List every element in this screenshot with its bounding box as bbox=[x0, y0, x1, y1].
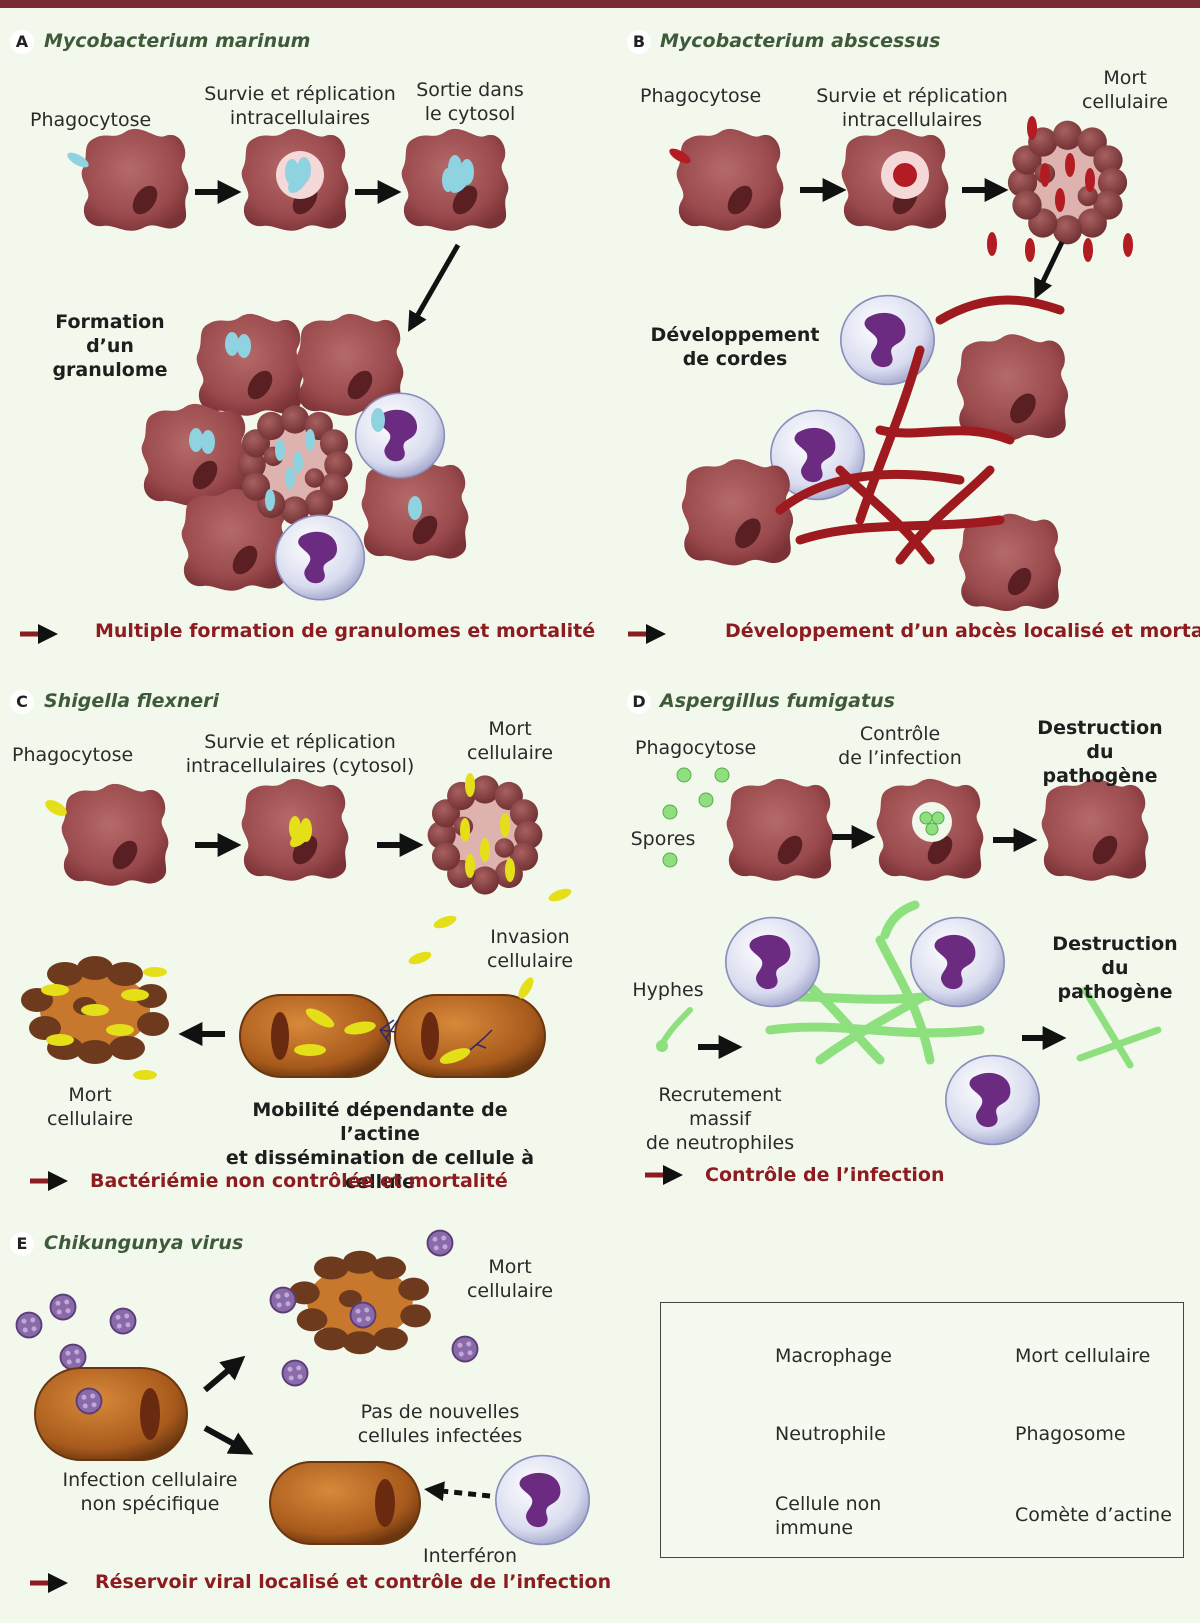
dead-cell-icon bbox=[427, 775, 543, 895]
legend-dead-cell-label: Mort cellulaire bbox=[1015, 1345, 1151, 1367]
arrow-icon bbox=[1034, 240, 1065, 300]
panel-b-step-1: Phagocytose bbox=[640, 85, 762, 107]
virus-icon bbox=[451, 1335, 479, 1363]
legend-phagosome-label: Phagosome bbox=[1015, 1423, 1126, 1445]
dashed-arrow-icon bbox=[424, 1481, 491, 1502]
neutrophil-icon bbox=[494, 1454, 591, 1546]
neutrophil-icon bbox=[274, 514, 366, 601]
panel-c-step-2: Survie et réplication intracellulaires (… bbox=[185, 731, 415, 777]
virus-icon bbox=[49, 1293, 77, 1321]
panel-c-death: Mort cellulaire bbox=[46, 1084, 134, 1130]
panel-d-graphics bbox=[645, 767, 1162, 1185]
legend-actin-comet-label: Comète d’actine bbox=[1015, 1504, 1172, 1526]
panel-b-title: Mycobacterium abscessus bbox=[660, 30, 941, 52]
panel-c-invasion: Invasion cellulaire bbox=[486, 926, 574, 972]
top-border bbox=[0, 0, 1200, 8]
panel-b-result: Développement de cordes bbox=[650, 324, 820, 370]
panel-c-result: Mobilité dépendante de l’actine et dissé… bbox=[225, 1099, 535, 1193]
panel-a-graphics bbox=[20, 128, 509, 644]
panel-d-title: Aspergillus fumigatus bbox=[660, 690, 895, 712]
arrow-icon bbox=[203, 1355, 246, 1393]
panel-d-phagocytose: Phagocytose bbox=[635, 737, 757, 759]
macrophage-icon bbox=[676, 128, 784, 231]
panel-b-step-3: Mort cellulaire bbox=[1081, 67, 1169, 113]
virus-icon bbox=[269, 1286, 297, 1314]
panel-b-graphics bbox=[628, 116, 1133, 644]
panel-a-outcome: Multiple formation de granulomes et mort… bbox=[95, 620, 596, 642]
panel-a-step-2: Survie et réplication intracellulaires bbox=[204, 83, 396, 129]
virus-icon bbox=[109, 1307, 137, 1335]
panel-c-graphics bbox=[21, 773, 572, 1191]
panel-d-recruitment: Recrutement massif de neutrophiles bbox=[645, 1084, 795, 1154]
panel-e-interferon: Interféron bbox=[422, 1545, 518, 1567]
panel-a-step-3: Sortie dans le cytosol bbox=[416, 79, 524, 125]
cord-icon bbox=[775, 295, 1065, 565]
virus-icon bbox=[349, 1301, 377, 1329]
macrophage-icon bbox=[956, 334, 1069, 441]
panel-b-step-2: Survie et réplication intracellulaires bbox=[816, 85, 1008, 131]
panel-e-letter: E bbox=[10, 1232, 34, 1256]
legend-neutrophil-label: Neutrophile bbox=[775, 1423, 886, 1445]
panel-c-step-1: Phagocytose bbox=[12, 744, 134, 766]
non-immune-cell-icon bbox=[239, 994, 391, 1078]
panel-d-spores: Spores bbox=[630, 828, 696, 850]
panel-a-title: Mycobacterium marinum bbox=[44, 30, 311, 52]
neutrophil-icon bbox=[944, 1054, 1041, 1146]
legend bbox=[660, 1302, 1184, 1558]
panel-d-control: Contrôle de l’infection bbox=[838, 723, 962, 769]
panel-a-letter: A bbox=[10, 30, 34, 54]
phagosome-icon bbox=[912, 802, 952, 842]
panel-c-outcome: Bactériémie non contrôlée et mortalité bbox=[90, 1170, 508, 1192]
panel-b-letter: B bbox=[627, 30, 651, 54]
virus-icon bbox=[281, 1359, 309, 1387]
neutrophil-icon bbox=[909, 916, 1006, 1008]
macrophage-icon bbox=[61, 783, 169, 886]
panel-a-result: Formation d’un granulome bbox=[52, 311, 168, 381]
bacterium-icon bbox=[67, 152, 89, 168]
panel-e-no-new-cells: Pas de nouvelles cellules infectées bbox=[357, 1401, 523, 1447]
panel-e-infection: Infection cellulaire non spécifique bbox=[62, 1469, 238, 1515]
panel-e-outcome: Réservoir viral localisé et contrôle de … bbox=[95, 1571, 612, 1593]
virus-icon bbox=[15, 1311, 43, 1339]
panel-d-destruction-1: Destruction du pathogène bbox=[1037, 717, 1163, 787]
panel-e-title: Chikungunya virus bbox=[44, 1232, 244, 1254]
virus-icon bbox=[426, 1229, 454, 1257]
virus-icon bbox=[59, 1343, 87, 1371]
macrophage-icon bbox=[726, 778, 834, 881]
neutrophil-icon bbox=[724, 916, 821, 1008]
macrophage-icon bbox=[1041, 778, 1149, 881]
dead-cell-icon bbox=[1007, 120, 1128, 245]
panel-e-death: Mort cellulaire bbox=[466, 1256, 554, 1302]
macrophage-icon bbox=[196, 313, 304, 416]
neutrophil-icon bbox=[354, 392, 446, 479]
macrophage-icon bbox=[959, 513, 1061, 611]
arrow-icon bbox=[408, 243, 461, 332]
bacterium-icon bbox=[45, 800, 67, 816]
macrophage-icon bbox=[81, 128, 189, 231]
non-immune-cell-icon bbox=[34, 1367, 188, 1461]
non-immune-cell-icon bbox=[394, 994, 546, 1078]
panel-d-outcome: Contrôle de l’infection bbox=[705, 1164, 945, 1186]
neutrophil-icon bbox=[839, 294, 936, 386]
panel-d-destruction-2: Destruction du pathogène bbox=[1052, 933, 1178, 1003]
panel-b-outcome: Développement d’un abcès localisé et mor… bbox=[725, 620, 1200, 642]
legend-macrophage-label: Macrophage bbox=[775, 1345, 892, 1367]
panel-c-title: Shigella flexneri bbox=[44, 690, 220, 712]
legend-non-immune-cell-label: Cellule non immune bbox=[775, 1493, 882, 1539]
arrow-icon bbox=[203, 1425, 254, 1455]
panel-e-graphics bbox=[15, 1229, 591, 1593]
bacterium-icon bbox=[669, 148, 691, 164]
panel-c-letter: C bbox=[10, 690, 34, 714]
panel-c-step-3: Mort cellulaire bbox=[466, 718, 554, 764]
panel-a-step-1: Phagocytose bbox=[30, 109, 152, 131]
panel-d-letter: D bbox=[627, 690, 651, 714]
virus-icon bbox=[75, 1387, 103, 1415]
non-immune-cell-icon bbox=[269, 1461, 421, 1545]
panel-d-hyphes: Hyphes bbox=[632, 979, 704, 1001]
